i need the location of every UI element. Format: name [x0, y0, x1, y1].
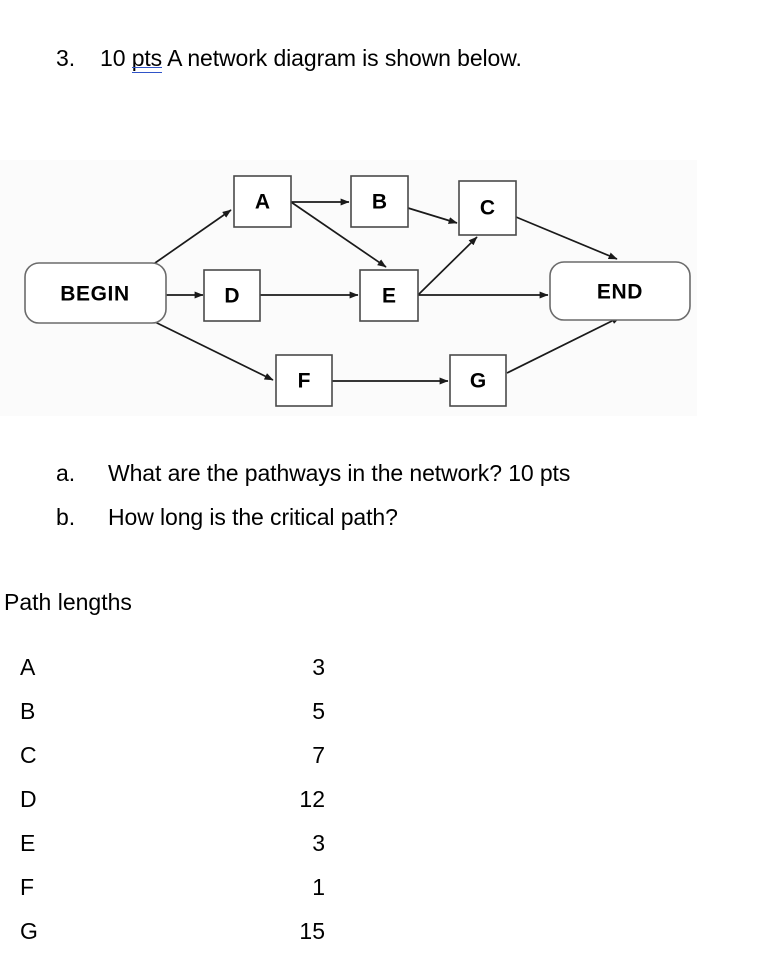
node-e-shape — [359, 269, 419, 322]
question-points-prefix: 10 — [100, 45, 132, 71]
path-value: 5 — [312, 698, 325, 724]
node-end-shape — [549, 261, 691, 321]
path-label: G — [20, 918, 38, 944]
table-row: E 3 — [0, 832, 340, 876]
node-c[interactable]: C — [458, 180, 517, 236]
node-d[interactable]: D — [203, 269, 261, 322]
node-f-shape — [275, 354, 333, 407]
node-c-shape — [458, 180, 517, 236]
node-f[interactable]: F — [275, 354, 333, 407]
table-row: D 12 — [0, 788, 340, 832]
network-diagram: BEGIN A B C D E F G — [0, 160, 697, 416]
diagram-edges — [154, 198, 621, 385]
node-begin[interactable]: BEGIN — [24, 262, 167, 324]
node-end[interactable]: END — [549, 261, 691, 321]
path-label: E — [20, 830, 36, 856]
edge-begin-f — [154, 321, 274, 381]
path-label: F — [20, 874, 35, 900]
node-c-label: C — [480, 197, 495, 220]
subquestion-b-marker: b. — [56, 504, 75, 530]
edge-b-c — [407, 207, 458, 224]
path-value: 7 — [312, 742, 325, 768]
node-g-label: G — [470, 370, 486, 393]
node-f-label: F — [298, 370, 311, 393]
table-row: C 7 — [0, 744, 340, 788]
node-begin-label: BEGIN — [60, 283, 130, 306]
path-label: C — [20, 742, 37, 768]
path-lengths-title: Path lengths — [4, 589, 132, 615]
table-row: B 5 — [0, 700, 340, 744]
path-value: 12 — [299, 786, 325, 812]
question-number: 3. — [56, 45, 75, 71]
node-e[interactable]: E — [359, 269, 419, 322]
question-points-underlined: pts — [131, 45, 163, 73]
path-label: A — [20, 654, 36, 680]
node-b-label: B — [372, 191, 387, 214]
network-diagram-canvas: BEGIN A B C D E F G — [24, 175, 691, 407]
node-a-label: A — [255, 191, 270, 214]
subquestion-a: a. What are the pathways in the network? … — [56, 462, 570, 485]
edge-a-e — [290, 201, 387, 268]
subquestion-b: b. How long is the critical path? — [56, 506, 398, 529]
subquestion-a-marker: a. — [56, 460, 75, 486]
node-a-shape — [233, 175, 292, 228]
table-row: F 1 — [0, 876, 340, 920]
question-heading: 3. 10 pts A network diagram is shown belo… — [56, 45, 522, 73]
path-lengths-table: A 3 B 5 C 7 D 12 E 3 F 1 G 15 — [0, 656, 340, 964]
path-value: 3 — [312, 830, 325, 856]
path-label: D — [20, 786, 37, 812]
node-b-shape — [350, 175, 409, 228]
path-label: B — [20, 698, 36, 724]
node-b[interactable]: B — [350, 175, 409, 228]
node-g[interactable]: G — [449, 354, 507, 407]
node-g-shape — [449, 354, 507, 407]
edge-e-c — [417, 236, 478, 296]
node-e-label: E — [382, 285, 396, 308]
edge-g-end — [506, 316, 621, 374]
subquestion-b-text: How long is the critical path? — [108, 504, 398, 530]
node-a[interactable]: A — [233, 175, 292, 228]
table-row: G 15 — [0, 920, 340, 964]
node-d-label: D — [224, 285, 239, 308]
table-row: A 3 — [0, 656, 340, 700]
subquestion-a-text: What are the pathways in the network? 10… — [108, 460, 571, 486]
edge-begin-a — [154, 209, 232, 264]
node-d-shape — [203, 269, 261, 322]
path-value: 3 — [312, 654, 325, 680]
node-end-label: END — [597, 281, 643, 304]
edge-c-end — [515, 216, 618, 260]
path-value: 1 — [312, 874, 325, 900]
node-begin-shape — [24, 262, 167, 324]
question-text: A network diagram is shown below. — [162, 45, 522, 71]
path-value: 15 — [299, 918, 325, 944]
